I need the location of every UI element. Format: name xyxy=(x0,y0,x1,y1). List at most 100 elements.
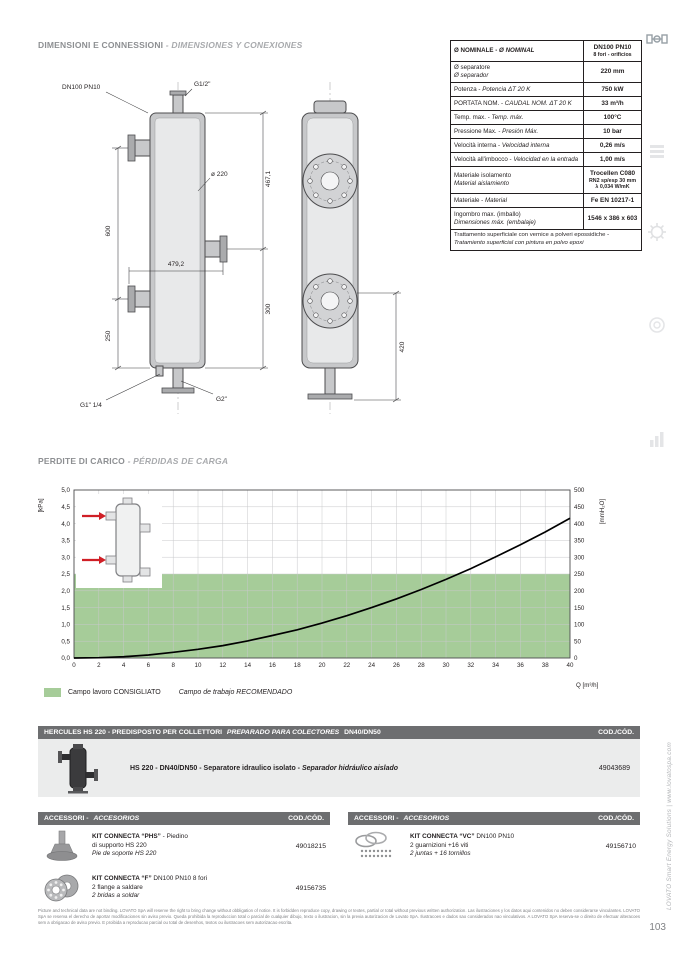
ring-icon xyxy=(649,317,665,333)
accessories-title: ACCESSORI - xyxy=(354,815,399,822)
svg-text:50: 50 xyxy=(574,638,581,645)
flow-arrow-bottom xyxy=(82,556,106,564)
svg-text:350: 350 xyxy=(574,538,585,545)
gear-icon xyxy=(648,223,666,241)
accessories-title: ACCESSORI - xyxy=(44,815,89,822)
svg-text:24: 24 xyxy=(368,662,375,669)
dim-420: 420 xyxy=(399,341,406,352)
fitting-icon xyxy=(646,34,668,44)
dim-479: 479,2 xyxy=(168,261,185,268)
accessory-text: KIT CONNECTA “VC” DN100 PN10 2 guarnizio… xyxy=(410,833,515,858)
product-code: 49043689 xyxy=(598,764,630,772)
accessory-photo-vc xyxy=(355,831,392,858)
technical-drawing: DN100 PN10 G1/2" 600 250 467,1 300 ø 220… xyxy=(62,81,406,414)
pressure-drop-section-title: PERDITE DI CARICO - PÉRDIDAS DE CARGA xyxy=(38,456,228,466)
spec-label-es: Ø NOMINAL xyxy=(499,46,535,54)
accessory-photo-phs xyxy=(46,830,78,861)
svg-text:4: 4 xyxy=(122,662,126,669)
svg-text:2,5: 2,5 xyxy=(61,571,70,578)
legend-it: Campo lavoro CONSIGLIATO xyxy=(68,689,161,696)
legend-es: Campo de trabajo RECOMENDADO xyxy=(178,689,293,696)
bar-chart-icon xyxy=(650,432,664,447)
flow-inset-diagram xyxy=(76,494,162,588)
side-brand-text: LOVATO Smart Energy Solutions | www.lova… xyxy=(666,742,673,910)
hercules-title-es: PREPARADO PARA COLECTORES xyxy=(226,729,340,736)
svg-text:26: 26 xyxy=(393,662,400,669)
dim-600: 600 xyxy=(105,225,112,236)
svg-text:14: 14 xyxy=(244,662,251,669)
x-axis-unit: Q [m³/h] xyxy=(576,682,599,689)
cod-label: COD./CÓD. xyxy=(288,815,324,822)
svg-text:450: 450 xyxy=(574,504,585,511)
spec-label-it: Ø NOMINALE - xyxy=(454,46,498,54)
svg-text:0: 0 xyxy=(574,655,578,662)
svg-text:6: 6 xyxy=(147,662,151,669)
product-photo-hs220 xyxy=(58,744,98,794)
y-axis-unit-left: [kPa] xyxy=(37,498,45,513)
spec-row-inlet-velocity: Velocità all'imbocco - Velocidad en la e… xyxy=(450,152,642,168)
spec-row-packaging: Ingombro max. (imballo)Dimensiones máx. … xyxy=(450,207,642,230)
spec-row-pressure: Pressione Max. - Presión Máx. 10 bar xyxy=(450,124,642,140)
cod-label: COD./CÓD. xyxy=(598,729,634,736)
svg-text:8: 8 xyxy=(171,662,175,669)
dim-467: 467,1 xyxy=(265,170,272,187)
accessory-text: KIT CONNECTA “F” DN100 PN10 8 fori 2 fla… xyxy=(92,875,208,900)
dim-250: 250 xyxy=(105,330,112,341)
svg-text:250: 250 xyxy=(574,571,585,578)
accessory-item-vc: KIT CONNECTA “VC” DN100 PN10 2 guarnizio… xyxy=(348,825,640,867)
recommended-range-swatch xyxy=(44,688,61,697)
svg-text:4,0: 4,0 xyxy=(61,521,70,528)
drain-label: G1" 1/4 xyxy=(80,402,102,409)
svg-text:36: 36 xyxy=(517,662,524,669)
hercules-title-end: DN40/DN50 xyxy=(344,729,381,736)
top-port-label: G1/2" xyxy=(194,81,211,88)
accessory-photo-f xyxy=(44,874,79,902)
svg-text:3,0: 3,0 xyxy=(61,554,70,561)
product-name: HS 220 - DN40/DN50 - Separatore idraulic… xyxy=(130,764,399,772)
accessories-left-header: ACCESSORI - ACCESORIOS COD./CÓD. xyxy=(38,812,330,825)
hercules-title: HERCULES HS 220 - PREDISPOSTO PER COLLET… xyxy=(44,729,223,736)
svg-text:2,0: 2,0 xyxy=(61,588,70,595)
stack-icon xyxy=(650,145,664,158)
product-row-hs220: HS 220 - DN40/DN50 - Separatore idraulic… xyxy=(38,739,640,797)
svg-text:16: 16 xyxy=(269,662,276,669)
dimensions-title-it: DIMENSIONI E CONNESSIONI xyxy=(38,40,164,50)
svg-text:100: 100 xyxy=(574,622,585,629)
svg-text:200: 200 xyxy=(574,588,585,595)
svg-text:40: 40 xyxy=(567,662,574,669)
spec-row-surface-treatment: Trattamento superficiale con vernice a p… xyxy=(450,228,642,251)
bottom-port-label: G2" xyxy=(216,396,228,403)
svg-text:20: 20 xyxy=(319,662,326,669)
svg-text:34: 34 xyxy=(492,662,499,669)
dim-diameter: ø 220 xyxy=(211,171,228,178)
footer-disclaimer: Picture and technical data are not bindi… xyxy=(38,908,640,926)
dn-label: DN100 PN10 xyxy=(62,84,101,91)
svg-text:32: 32 xyxy=(467,662,474,669)
page-number: 103 xyxy=(649,922,666,933)
accessory-code: 49156735 xyxy=(295,884,326,892)
y-axis-unit-right: [mmH₂O] xyxy=(599,498,607,525)
svg-text:38: 38 xyxy=(542,662,549,669)
accessory-item-phs: KIT CONNECTA “PHS” - Piedino di supporto… xyxy=(38,825,330,867)
accessory-item-f: KIT CONNECTA “F” DN100 PN10 8 fori 2 fla… xyxy=(38,867,330,909)
spec-row-internal-velocity: Velocità interna - Velocidad interna 0,2… xyxy=(450,138,642,154)
svg-text:150: 150 xyxy=(574,605,585,612)
accessories-left: ACCESSORI - ACCESORIOS COD./CÓD. KIT CON… xyxy=(38,812,330,909)
svg-text:0,0: 0,0 xyxy=(61,655,70,662)
svg-text:30: 30 xyxy=(443,662,450,669)
spec-row-temp: Temp. max. - Temp. máx. 100°C xyxy=(450,110,642,126)
svg-text:12: 12 xyxy=(219,662,226,669)
svg-text:5,0: 5,0 xyxy=(61,487,70,494)
svg-text:28: 28 xyxy=(418,662,425,669)
accessories-title-es: ACCESORIOS xyxy=(403,815,450,822)
svg-text:500: 500 xyxy=(574,487,585,494)
svg-text:10: 10 xyxy=(195,662,202,669)
chart-title-es: - PÉRDIDAS DE CARGA xyxy=(127,456,229,466)
svg-text:0: 0 xyxy=(72,662,76,669)
svg-text:1,0: 1,0 xyxy=(61,622,70,629)
